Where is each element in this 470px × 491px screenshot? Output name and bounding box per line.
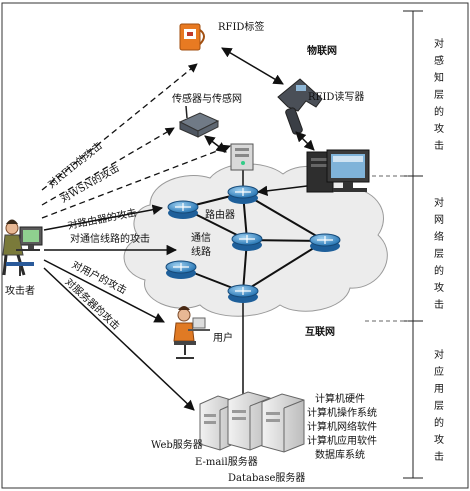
attacker-icon — [2, 219, 43, 276]
router-icon — [165, 260, 197, 279]
perception-layer-label: 对 感 知 层 的 攻 击 — [434, 39, 444, 152]
link-tag-reader — [221, 47, 284, 85]
user-icon — [173, 306, 210, 359]
attack-arrow-wsn — [41, 127, 175, 206]
router-icon — [227, 284, 259, 303]
sensor-network-label: 传感器与传感网 — [172, 94, 242, 105]
rfid-reader-label: RFID读写器 — [308, 92, 365, 103]
network-layer-label: 对 网 络 层 的 攻 击 — [434, 198, 444, 311]
server-component: 数据库系统 — [315, 450, 365, 461]
server-component: 计算机应用软件 — [307, 436, 377, 447]
server-components-list: 计算机硬件 计算机操作系统 计算机网络软件 计算机应用软件 数据库系统 — [307, 393, 377, 463]
server-component: 计算机网络软件 — [307, 422, 377, 433]
link-workstation-router — [256, 185, 308, 197]
user-label: 用户 — [213, 333, 233, 344]
router-icon — [309, 233, 341, 252]
rfid-reader-icon — [277, 78, 323, 135]
server-component: 计算机操作系统 — [307, 408, 377, 419]
internet-label: 互联网 — [305, 327, 335, 338]
router-icon — [227, 185, 259, 204]
attack-arrow-gateway — [41, 144, 231, 219]
workstation-icon — [306, 149, 370, 193]
sensor-node-icon — [178, 105, 220, 138]
attack-arrow-rfid — [41, 63, 198, 191]
application-layer-label: 对 应 用 层 的 攻 击 — [434, 350, 444, 463]
link-sensor-gateway — [204, 135, 227, 153]
attack-arrow-user — [43, 259, 165, 323]
router-icon — [167, 200, 199, 219]
attack-label-comm-line: 对通信线路的攻击 — [70, 234, 150, 245]
link-reader-workstation — [295, 131, 315, 151]
iot-label: 物联网 — [307, 46, 337, 57]
router-icon — [231, 232, 263, 251]
rfid-tag-label: RFID标签 — [218, 22, 265, 33]
comm-line-label: 通信 线路 — [191, 233, 211, 258]
attacker-label: 攻击者 — [5, 286, 35, 297]
rfid-tag-icon — [179, 23, 205, 51]
attack-arrow-server — [43, 267, 195, 411]
database-server-icon — [261, 393, 305, 453]
layer-bracket — [403, 10, 423, 479]
email-server-label: E-mail服务器 — [195, 457, 258, 468]
attack-arrow-router — [43, 204, 164, 231]
email-server-icon — [227, 391, 271, 451]
web-server-label: Web服务器 — [151, 440, 203, 451]
router-label: 路由器 — [205, 210, 235, 221]
database-server-label: Database服务器 — [228, 473, 306, 484]
server-component: 计算机硬件 — [315, 394, 365, 405]
gateway-computer-icon — [230, 143, 254, 171]
